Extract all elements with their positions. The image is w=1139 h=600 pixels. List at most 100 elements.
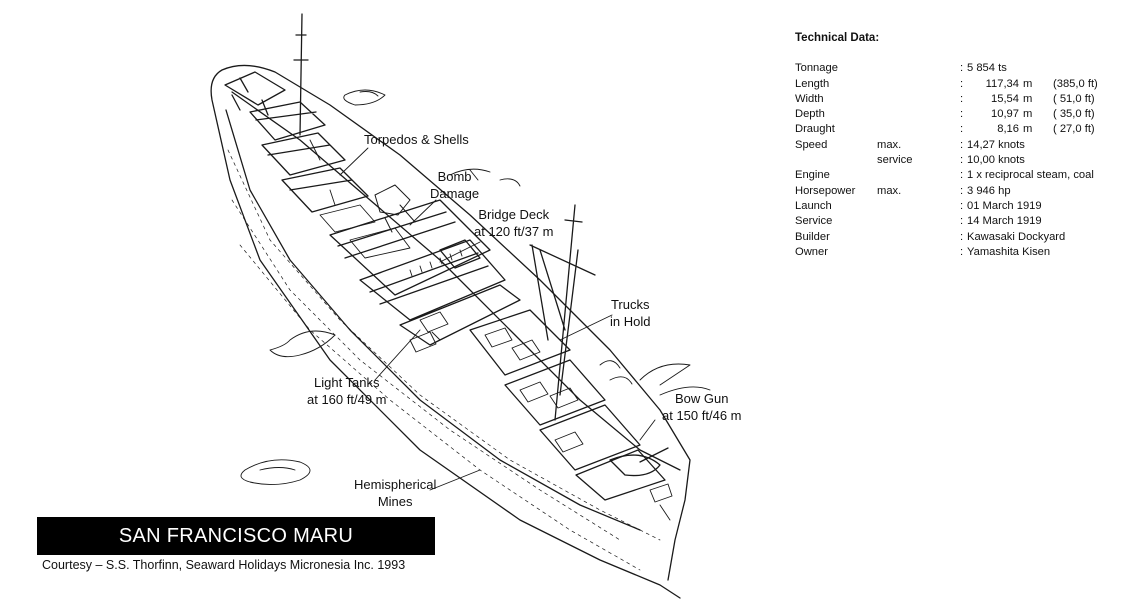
spec-metric-unit: m [1023,123,1033,136]
spec-row: Service:14 March 1919 [795,214,1130,229]
callout-bomb-damage: Bomb Damage [430,168,479,202]
callout-tanks-line1: Light Tanks [313,375,380,390]
spec-metric-value: 15,54 [991,92,1019,105]
spec-colon: : [960,169,964,182]
spec-metric-value: 117,34 [985,77,1019,90]
spec-colon: : [960,92,964,105]
callout-trucks-line2: in Hold [610,314,651,329]
spec-value: 3 946 hp [967,184,1011,197]
spec-row: Owner:Yamashita Kisen [795,245,1130,260]
spec-colon: : [960,108,964,121]
bridge-windows [409,249,463,277]
spec-row: service:10,00 knots [795,153,1130,168]
spec-label: Horsepower [795,184,856,197]
leader-lines [339,147,656,491]
spec-label: Length [795,77,830,90]
callout-trucks-line1: Trucks [610,297,650,312]
spec-imperial-value: ( 51,0 ft) [1053,92,1095,105]
spec-row: Depth: 10,97 m ( 35,0 ft) [795,107,1130,122]
image-credit: Courtesy – S.S. Thorfinn, Seaward Holida… [42,558,406,572]
spec-imperial-value: ( 27,0 ft) [1053,123,1095,136]
spec-label: Builder [795,230,830,243]
callout-light-tanks: Light Tanks at 160 ft/49 m [307,374,387,408]
spec-label: Depth [795,108,825,121]
spec-label: Speed [795,138,828,151]
callout-bridge-line2: at 120 ft/37 m [474,224,554,239]
spec-value: 5 854 ts [967,62,1007,75]
trucks-in-hold [484,327,584,453]
bow-gun [609,447,669,477]
spec-metric-value: 10,97 [991,108,1019,121]
spec-value: 14 March 1919 [967,215,1042,228]
spec-imperial-value: ( 35,0 ft) [1053,108,1095,121]
callout-bowgun-line1: Bow Gun [675,391,729,406]
spec-colon: : [960,199,964,212]
spec-colon: : [960,215,964,228]
spec-value: 10,00 knots [967,154,1025,167]
spec-label: Engine [795,169,830,182]
spec-label: Width [795,92,824,105]
spec-qualifier: max. [877,138,902,151]
spec-row: Engine:1 x reciprocal steam, coal [795,168,1130,183]
callout-torpedos-line1: Torpedos & Shells [364,132,469,147]
spec-value: Kawasaki Dockyard [967,230,1066,243]
bomb-damage-area [374,184,416,233]
callout-tanks-line2: at 160 ft/49 m [307,392,387,407]
callout-bow-gun: Bow Gun at 150 ft/46 m [662,390,742,424]
spec-value: Yamashita Kisen [967,245,1051,258]
bow-anchor-gear [649,483,673,521]
spec-row: Tonnage:5 854 ts [795,61,1130,76]
spec-metric-value: 8,16 [997,123,1019,136]
spec-colon: : [960,230,964,243]
callout-torpedos-shells: Torpedos & Shells [364,131,469,148]
callout-bridge-deck: Bridge Deck at 120 ft/37 m [474,206,554,240]
callout-hemispherical-mines: Hemispherical Mines [354,476,436,510]
callout-bridge-line1: Bridge Deck [478,207,550,222]
spec-label: Owner [795,245,828,258]
spec-value: 01 March 1919 [967,199,1042,212]
spec-row: Horsepower max.:3 946 hp [795,184,1130,199]
spec-qualifier: service [877,154,913,167]
spec-row: Launch:01 March 1919 [795,199,1130,214]
ship-name-banner: SAN FRANCISCO MARU [37,517,435,555]
stern-deckhouse [224,71,286,116]
bridge-superstructure [329,199,521,346]
spec-imperial-value: (385,0 ft) [1053,77,1098,90]
spec-colon: : [960,184,964,197]
spec-qualifier: max. [877,184,902,197]
callout-trucks-in-hold: Trucks in Hold [610,296,650,330]
spec-colon: : [960,154,964,167]
spec-label: Tonnage [795,62,838,75]
fore-hatches [469,309,666,501]
technical-data-heading: Technical Data: [795,32,880,44]
hull-outline [210,64,691,599]
callout-bomb-line1: Bomb [437,169,472,184]
spec-row: Builder:Kawasaki Dockyard [795,230,1130,245]
seabed-scribbles [240,89,711,485]
fore-mast [529,204,596,421]
hull-planking [227,149,661,571]
spec-colon: : [960,77,964,90]
spec-label: Launch [795,199,832,212]
aft-mast [293,13,309,136]
funnel [439,239,481,269]
aft-cargo [309,139,411,259]
spec-colon: : [960,62,964,75]
callout-bowgun-line2: at 150 ft/46 m [662,408,742,423]
spec-metric-unit: m [1023,108,1033,121]
spec-colon: : [960,245,964,258]
callout-mines-line1: Hemispherical [354,477,437,492]
callout-bomb-line2: Damage [430,186,480,201]
callout-mines-line2: Mines [377,494,413,509]
light-tanks [409,311,449,353]
aft-hatches [249,101,369,213]
spec-label: Draught [795,123,835,136]
spec-colon: : [960,138,964,151]
